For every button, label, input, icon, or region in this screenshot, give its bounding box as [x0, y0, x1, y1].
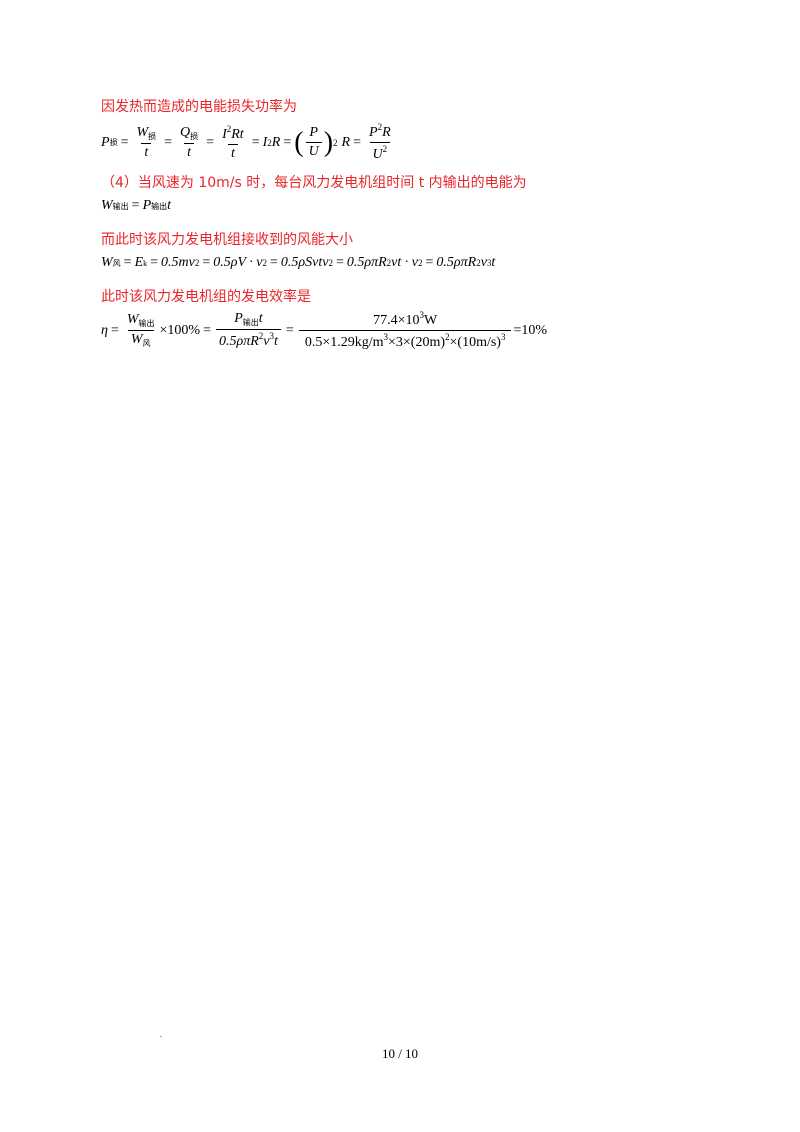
eq4-frac-W-W: W输出 W风	[126, 312, 155, 348]
text-line-2: （4）当风速为 10m/s 时，每台风力发电机组时间 t 内输出的电能为	[101, 175, 527, 191]
text-line-1: 因发热而造成的电能损失功率为	[101, 99, 297, 115]
eq1-frac-Q-t: Q损 t	[180, 124, 199, 160]
eq1-frac-P2R-U2: P2R U2	[369, 122, 391, 162]
eq1-frac-W-t: W损 t	[136, 124, 157, 160]
eq1-P: P	[101, 134, 110, 150]
footer-dot: .	[160, 1030, 162, 1039]
eq4-frac-numeric: 77.4×103W 0.5×1.29kg/m3×3×(20m)2×(10m/s)…	[298, 310, 512, 351]
text-line-3: 而此时该风力发电机组接收到的风能大小	[101, 232, 353, 248]
eq4-frac-P-wind: P输出t 0.5ρπR2v3t	[216, 311, 281, 350]
text-line-4: 此时该风力发电机组的发电效率是	[101, 289, 311, 305]
page-number: 10 / 10	[381, 1046, 419, 1061]
equation-efficiency: η = W输出 W风 ×100% = P输出t 0.5ρπR2v3t = 77.…	[101, 310, 548, 351]
eq1-P-sub: 损	[109, 138, 118, 147]
eq1-frac-P-U: P U	[305, 125, 322, 160]
eq1-frac-I2Rt-t: I2Rt t	[222, 123, 244, 161]
